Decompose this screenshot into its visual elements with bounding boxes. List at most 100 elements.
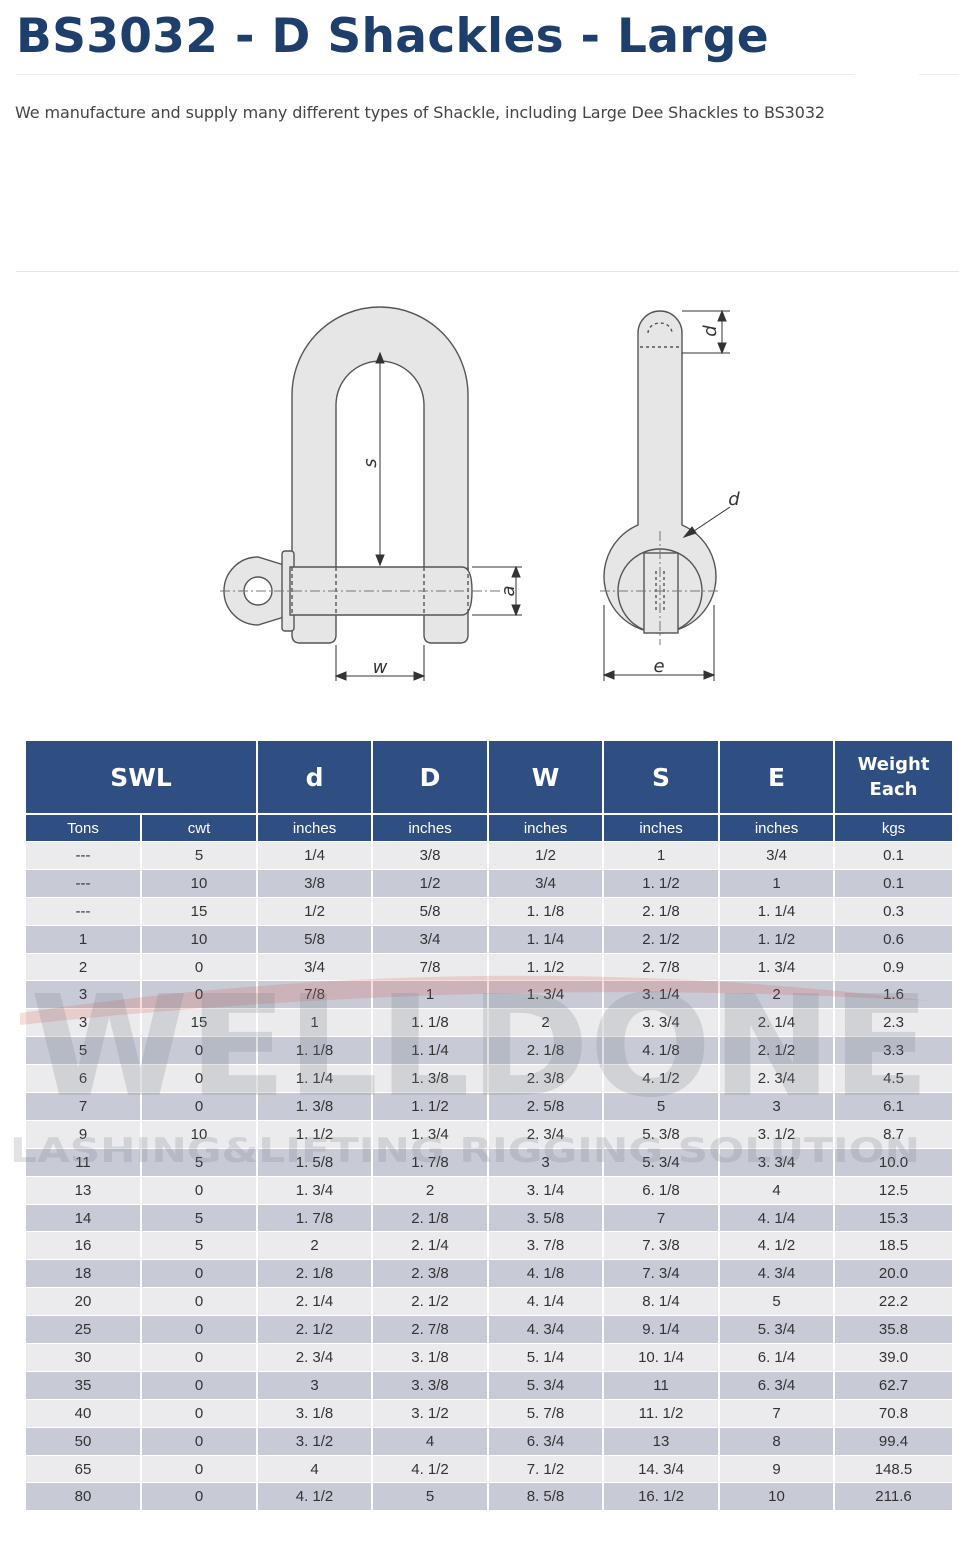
- table-cell: 0: [141, 1482, 259, 1511]
- table-cell: 2: [372, 1175, 490, 1205]
- table-cell: 5. 3/8: [603, 1119, 721, 1149]
- table-cell: 5: [372, 1482, 490, 1511]
- table-cell: 2. 1/2: [372, 1287, 490, 1316]
- table-cell: 2: [257, 1231, 374, 1260]
- table-cell: 6. 3/4: [719, 1370, 836, 1400]
- table-cell: 2. 1/8: [257, 1259, 374, 1288]
- table-cell: 0.6: [834, 924, 953, 954]
- table-cell: 2: [488, 1008, 605, 1037]
- table-cell: 7/8: [372, 952, 490, 981]
- table-cell: 13: [603, 1426, 721, 1456]
- table-cell: 16: [26, 1231, 142, 1260]
- table-cell: 4. 1/2: [603, 1064, 721, 1093]
- table-cell: 5/8: [372, 896, 490, 926]
- table-cell: 9: [719, 1454, 836, 1483]
- table-cell: 3: [26, 980, 142, 1009]
- table-cell: 3: [488, 1147, 605, 1177]
- table-cell: 1.6: [834, 980, 953, 1009]
- table-cell: 2. 1/8: [488, 1036, 605, 1065]
- table-cell: ---: [26, 868, 142, 898]
- table-cell: 1. 1/2: [603, 868, 721, 898]
- dim-label-d-side: d: [728, 489, 740, 510]
- table-cell: 10. 1/4: [603, 1343, 721, 1372]
- table-cell: 7. 1/2: [488, 1454, 605, 1483]
- table-cell: 5: [141, 1203, 259, 1232]
- table-cell: 1. 1/2: [257, 1119, 374, 1149]
- unit-tons: Tons: [26, 813, 142, 842]
- table-cell: 3/4: [372, 924, 490, 954]
- table-cell: 2. 5/8: [488, 1092, 605, 1121]
- table-cell: 1. 1/2: [719, 924, 836, 954]
- table-cell: 80: [26, 1482, 142, 1511]
- table-cell: 2.3: [834, 1008, 953, 1037]
- table-cell: 3/4: [719, 841, 836, 870]
- table-cell: 11: [603, 1370, 721, 1400]
- table-cell: 2. 1/8: [603, 896, 721, 926]
- table-cell: 3/8: [257, 868, 374, 898]
- title-divider-right: [919, 74, 959, 75]
- table-cell: 2. 1/2: [603, 924, 721, 954]
- table-cell: 0: [141, 1343, 259, 1372]
- table-cell: 0.1: [834, 868, 953, 898]
- table-cell: 0: [141, 1064, 259, 1093]
- unit-inches: inches: [719, 813, 836, 842]
- table-cell: 3. 3/4: [603, 1008, 721, 1037]
- table-cell: ---: [26, 896, 142, 926]
- table-cell: 1. 1/4: [488, 924, 605, 954]
- table-cell: 1. 1/8: [488, 896, 605, 926]
- table-cell: 4. 1/2: [719, 1231, 836, 1260]
- table-cell: 1. 1/8: [372, 1008, 490, 1037]
- table-cell: 4.5: [834, 1064, 953, 1093]
- front-dimensions: [220, 351, 522, 681]
- table-cell: 2. 3/4: [719, 1064, 836, 1093]
- table-cell: 1. 3/4: [257, 1175, 374, 1205]
- table-cell: 35: [26, 1370, 142, 1400]
- table-cell: 3. 3/4: [719, 1147, 836, 1177]
- unit-inches: inches: [372, 813, 490, 842]
- col-header-w: W: [488, 741, 605, 814]
- table-cell: 0.9: [834, 952, 953, 981]
- table-cell: 3. 5/8: [488, 1203, 605, 1232]
- table-cell: 1/2: [372, 868, 490, 898]
- dim-label-w: w: [373, 657, 388, 678]
- table-cell: 3. 1/2: [372, 1398, 490, 1428]
- table-cell: 1: [372, 980, 490, 1009]
- table-cell: 15.3: [834, 1203, 953, 1232]
- table-cell: 0: [141, 1036, 259, 1065]
- table-cell: 20.0: [834, 1259, 953, 1288]
- table-cell: 1. 3/4: [719, 952, 836, 981]
- table-cell: 62.7: [834, 1370, 953, 1400]
- table-cell: 1/4: [257, 841, 374, 870]
- table-cell: 1. 7/8: [257, 1203, 374, 1232]
- table-cell: 3: [26, 1008, 142, 1037]
- table-cell: 0: [141, 1315, 259, 1344]
- table-cell: 30: [26, 1343, 142, 1372]
- table-cell: 1: [26, 924, 142, 954]
- table-cell: 9. 1/4: [603, 1315, 721, 1344]
- table-cell: 5. 3/4: [488, 1370, 605, 1400]
- table-cell: 4. 1/2: [372, 1454, 490, 1483]
- table-cell: 1. 1/4: [719, 896, 836, 926]
- table-cell: 2. 1/2: [257, 1315, 374, 1344]
- dim-label-d-top: d: [700, 325, 721, 337]
- col-header-d-large: D: [372, 741, 490, 814]
- table-cell: 1. 7/8: [372, 1147, 490, 1177]
- section-divider: [16, 271, 959, 272]
- table-cell: 6.1: [834, 1092, 953, 1121]
- table-cell: 0: [141, 1287, 259, 1316]
- table-cell: 2. 3/4: [488, 1119, 605, 1149]
